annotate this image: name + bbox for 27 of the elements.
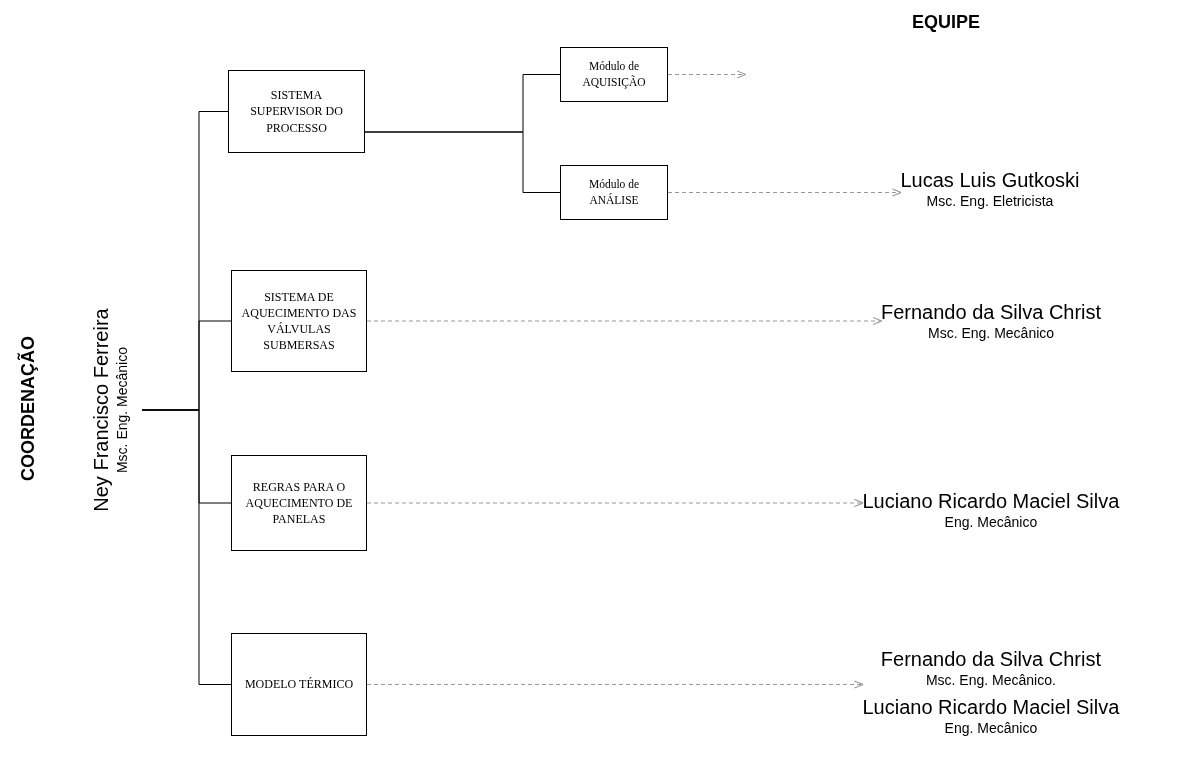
arrow: [667, 188, 902, 197]
person-name: Ney Francisco Ferreira: [88, 308, 113, 512]
module-box: Módulo de AQUISIÇÃO: [560, 47, 668, 102]
person-title: Msc. Eng. Eletricista: [926, 192, 1054, 210]
person-name: Lucas Luis Gutkoski: [900, 168, 1080, 192]
person-title: Msc. Eng. Mecânico.: [925, 671, 1056, 689]
module-box: Módulo de ANÁLISE: [560, 165, 668, 220]
person-title: Msc. Eng. Mecânico: [928, 324, 1055, 342]
person-name: Fernando da Silva Christ: [881, 300, 1102, 324]
connector-line: [364, 131, 561, 193]
person-name: Luciano Ricardo Maciel Silva: [862, 695, 1120, 719]
arrow: [366, 316, 883, 326]
column-heading: EQUIPE: [912, 12, 981, 33]
arrow: [366, 498, 864, 508]
connector-line: [141, 409, 232, 685]
person-title: Msc. Eng. Mecânico: [112, 347, 131, 474]
process-box: REGRAS PARA O AQUECIMENTO DE PANELAS: [231, 455, 367, 551]
arrow: [667, 70, 747, 79]
process-box: SISTEMA DE AQUECIMENTO DAS VÁLVULAS SUBMERSAS: [231, 270, 367, 372]
process-box: MODELO TÉRMICO: [231, 633, 367, 736]
person-name: Fernando da Silva Christ: [880, 647, 1101, 671]
section-heading: COORDENAÇÃO: [17, 335, 39, 481]
process-box: SISTEMA SUPERVISOR DO PROCESSO: [228, 70, 365, 153]
arrow: [366, 680, 864, 689]
person-title: Eng. Mecânico: [944, 719, 1038, 737]
person-title: Eng. Mecânico: [944, 513, 1038, 531]
person-name: Luciano Ricardo Maciel Silva: [862, 489, 1120, 513]
